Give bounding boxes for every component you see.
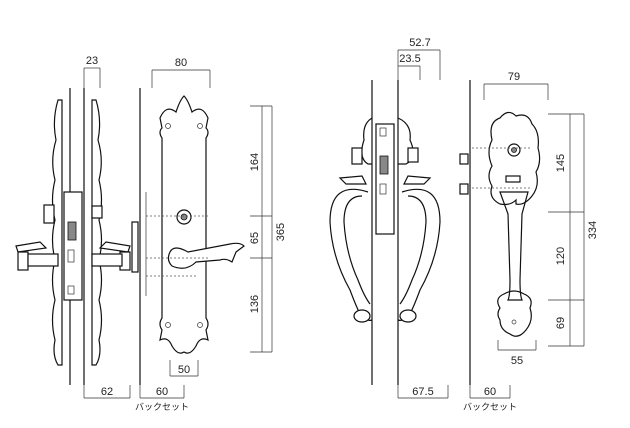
right-dimension-lines bbox=[397, 49, 585, 399]
left-width-label: 80 bbox=[175, 57, 187, 69]
right-height-total-label: 334 bbox=[587, 221, 599, 239]
left-height-upper-label: 164 bbox=[249, 153, 261, 171]
right-height-middle-label: 120 bbox=[555, 247, 567, 265]
left-height-lower-label: 136 bbox=[249, 295, 261, 313]
left-side-view bbox=[15, 88, 131, 385]
left-backset-label: バックセット bbox=[135, 402, 189, 413]
right-thickness-label: 23.5 bbox=[399, 53, 420, 65]
right-height-upper-label: 145 bbox=[555, 154, 567, 172]
left-thickness-label: 23 bbox=[86, 55, 98, 67]
left-front-view bbox=[131, 88, 245, 385]
right-width-bottom-label: 55 bbox=[511, 355, 523, 367]
right-front-view bbox=[459, 80, 541, 385]
right-height-lower-label: 69 bbox=[555, 317, 567, 329]
left-height-middle-label: 65 bbox=[249, 232, 261, 244]
right-backset-value: 60 bbox=[484, 386, 496, 398]
left-height-total-label: 365 bbox=[275, 223, 287, 241]
left-depth-label: 62 bbox=[101, 386, 113, 398]
right-depth-label: 67.5 bbox=[412, 386, 433, 398]
left-width-bottom-label: 50 bbox=[178, 364, 190, 376]
right-overall-top-label: 52.7 bbox=[409, 37, 430, 49]
right-width-label: 79 bbox=[508, 71, 520, 83]
left-backset-value: 60 bbox=[156, 386, 168, 398]
right-side-view bbox=[329, 80, 441, 385]
left-dimension-lines bbox=[83, 67, 273, 399]
right-backset-label: バックセット bbox=[463, 402, 517, 413]
